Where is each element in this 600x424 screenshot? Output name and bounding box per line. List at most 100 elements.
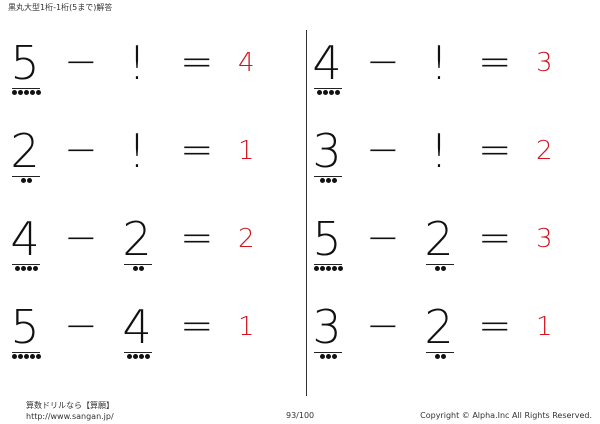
counting-dot (23, 90, 29, 95)
counting-dot (331, 354, 337, 359)
equation-row: 3 − 2 = 1 (310, 304, 600, 364)
digit-underline (124, 352, 152, 353)
counting-dot (316, 90, 322, 95)
digit-underline (426, 264, 454, 265)
counting-dot (29, 354, 35, 359)
digit-underline (314, 176, 342, 177)
minuend-dots (8, 354, 44, 360)
subtrahend-digit: ! (127, 36, 147, 90)
counting-dot (35, 90, 41, 95)
equals-sign: = (180, 215, 214, 261)
minuend-digit: 5 (10, 300, 40, 354)
subtrahend-dots (422, 266, 458, 272)
answer-value: 1 (536, 312, 553, 342)
counting-dot (319, 178, 325, 183)
counting-dot (20, 266, 26, 271)
minus-sign: − (366, 215, 400, 261)
minuend-digit: 3 (312, 300, 342, 354)
minus-sign: − (366, 127, 400, 173)
counting-dot (14, 266, 20, 271)
answer-value: 1 (238, 136, 255, 166)
counting-dot (313, 266, 319, 271)
footer-branding: 算数ドリルなら【算願】 http://www.sangan.jp/ (26, 400, 114, 422)
equation-row: 2 − ! = 1 (8, 128, 298, 188)
counting-dot (322, 90, 328, 95)
digit-underline (12, 352, 40, 353)
counting-dot (20, 178, 26, 183)
subtrahend-dots (422, 354, 458, 360)
counting-dot (331, 178, 337, 183)
digit-underline (124, 264, 152, 265)
subtrahend-digit: 2 (424, 300, 454, 354)
equals-sign: = (478, 303, 512, 349)
page-number: 93/100 (286, 411, 315, 420)
minuend-dots (310, 178, 346, 184)
minuend-digit: 5 (10, 36, 40, 90)
counting-dot (17, 90, 23, 95)
counting-dot (319, 354, 325, 359)
subtrahend-digit: ! (429, 36, 449, 90)
counting-dot (434, 266, 440, 271)
minuend-dots (8, 90, 44, 96)
counting-dot (328, 90, 334, 95)
subtrahend-digit: ! (429, 124, 449, 178)
equation-row: 5 − ! = 4 (8, 40, 298, 100)
equation-row: 3 − ! = 2 (310, 128, 600, 188)
counting-dot (325, 266, 331, 271)
minuend-digit: 5 (312, 212, 342, 266)
counting-dot (319, 266, 325, 271)
minus-sign: − (64, 215, 98, 261)
counting-dot (35, 354, 41, 359)
answer-value: 3 (536, 224, 553, 254)
answer-value: 1 (238, 312, 255, 342)
answer-value: 2 (238, 224, 255, 254)
minuend-dots (310, 90, 346, 96)
footer-site-name: 算数ドリルなら【算願】 (26, 401, 114, 410)
equals-sign: = (478, 127, 512, 173)
minus-sign: − (64, 303, 98, 349)
counting-dot (325, 354, 331, 359)
counting-dot (440, 354, 446, 359)
counting-dot (334, 90, 340, 95)
counting-dot (434, 354, 440, 359)
counting-dot (26, 266, 32, 271)
equals-sign: = (180, 39, 214, 85)
footer-url-link[interactable]: http://www.sangan.jp/ (26, 412, 114, 421)
counting-dot (138, 354, 144, 359)
counting-dot (126, 354, 132, 359)
counting-dot (11, 354, 17, 359)
minuend-dots (8, 266, 44, 272)
minuend-digit: 2 (10, 124, 40, 178)
subtrahend-dots (120, 354, 156, 360)
equals-sign: = (180, 303, 214, 349)
equals-sign: = (478, 39, 512, 85)
counting-dot (331, 266, 337, 271)
page-title: 黒丸大型1桁-1桁(5まで)解答 (8, 3, 113, 12)
column-divider (306, 30, 307, 396)
equation-row: 4 − ! = 3 (310, 40, 600, 100)
counting-dot (17, 354, 23, 359)
minus-sign: − (366, 39, 400, 85)
answer-value: 2 (536, 136, 553, 166)
counting-dot (29, 90, 35, 95)
digit-underline (426, 352, 454, 353)
minuend-digit: 4 (10, 212, 40, 266)
subtrahend-digit: 2 (424, 212, 454, 266)
counting-dot (440, 266, 446, 271)
equals-sign: = (478, 215, 512, 261)
counting-dot (26, 178, 32, 183)
equals-sign: = (180, 127, 214, 173)
minuend-dots (310, 354, 346, 360)
counting-dot (132, 354, 138, 359)
digit-underline (12, 176, 40, 177)
minus-sign: − (366, 303, 400, 349)
counting-dot (32, 266, 38, 271)
counting-dot (132, 266, 138, 271)
minuend-dots (310, 266, 346, 272)
counting-dot (11, 90, 17, 95)
counting-dot (325, 178, 331, 183)
subtrahend-digit: 2 (122, 212, 152, 266)
counting-dot (144, 354, 150, 359)
subtrahend-dots (120, 266, 156, 272)
digit-underline (314, 88, 342, 89)
